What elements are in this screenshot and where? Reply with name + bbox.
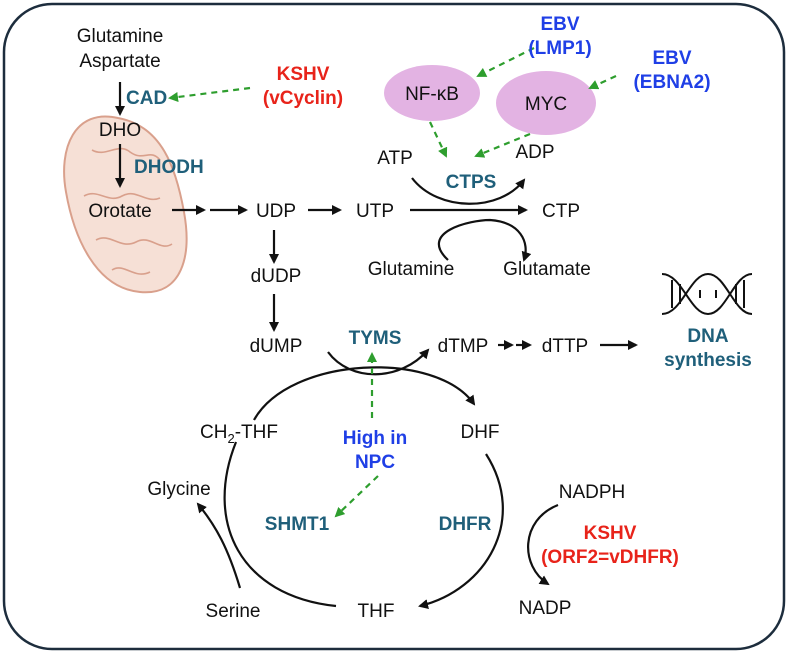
dhf-label: DHF — [460, 422, 499, 443]
dhfr-label: DHFR — [439, 514, 492, 535]
glutamate-label: Glutamate — [503, 259, 591, 280]
viral-factor-labels: KSHV(vCyclin) EBV(LMP1) EBV(EBNA2) High … — [263, 14, 711, 568]
ctp-label: CTP — [542, 201, 580, 222]
thf-label: THF — [358, 601, 395, 622]
shmt1-label: SHMT1 — [265, 514, 330, 535]
ebv-ebna2-label: EBV(EBNA2) — [633, 48, 710, 93]
glutamine-top-label: Glutamine — [77, 26, 164, 47]
dttp-label: dTTP — [542, 336, 588, 357]
myc-label: MYC — [525, 94, 567, 115]
glycine-label: Glycine — [147, 479, 210, 500]
udp-label: UDP — [256, 201, 296, 222]
kshv-vcyclin-label: KSHV(vCyclin) — [263, 64, 343, 109]
dump-label: dUMP — [250, 336, 303, 357]
ctps-label: CTPS — [446, 172, 497, 193]
enzyme-labels: CAD DHODH CTPS TYMS SHMT1 DHFR — [126, 88, 496, 535]
dhodh-label: DHODH — [134, 157, 204, 178]
aspartate-label: Aspartate — [79, 51, 160, 72]
serine-label: Serine — [206, 601, 261, 622]
tyms-label: TYMS — [349, 328, 402, 349]
nadph-label: NADPH — [559, 482, 626, 503]
dudp-label: dUDP — [251, 266, 302, 287]
pathway-arrows — [115, 82, 638, 609]
metabolite-labels: Glutamine Aspartate DHO Orotate UDP UTP … — [77, 26, 626, 622]
myc-bubble — [496, 71, 596, 135]
dtmp-label: dTMP — [438, 336, 489, 357]
kshv-vdhfr-label: KSHV(ORF2=vDHFR) — [541, 523, 679, 568]
dna-double-helix-icon — [661, 272, 753, 316]
utp-label: UTP — [356, 201, 394, 222]
adp-label: ADP — [515, 142, 554, 163]
activation-arrows — [168, 47, 617, 518]
nfkb-label: NF-κB — [405, 84, 459, 105]
orotate-label: Orotate — [88, 201, 151, 222]
cad-label: CAD — [126, 88, 167, 109]
mitochondrion-icon — [63, 115, 188, 294]
ebv-lmp1-label: EBV(LMP1) — [528, 14, 591, 59]
ch2-thf-label: CH2-THF — [200, 422, 278, 446]
nadp-label: NADP — [519, 598, 572, 619]
glutamine-label: Glutamine — [368, 259, 455, 280]
nfkb-bubble — [384, 65, 480, 121]
atp-label: ATP — [377, 148, 413, 169]
dho-label: DHO — [99, 120, 141, 141]
